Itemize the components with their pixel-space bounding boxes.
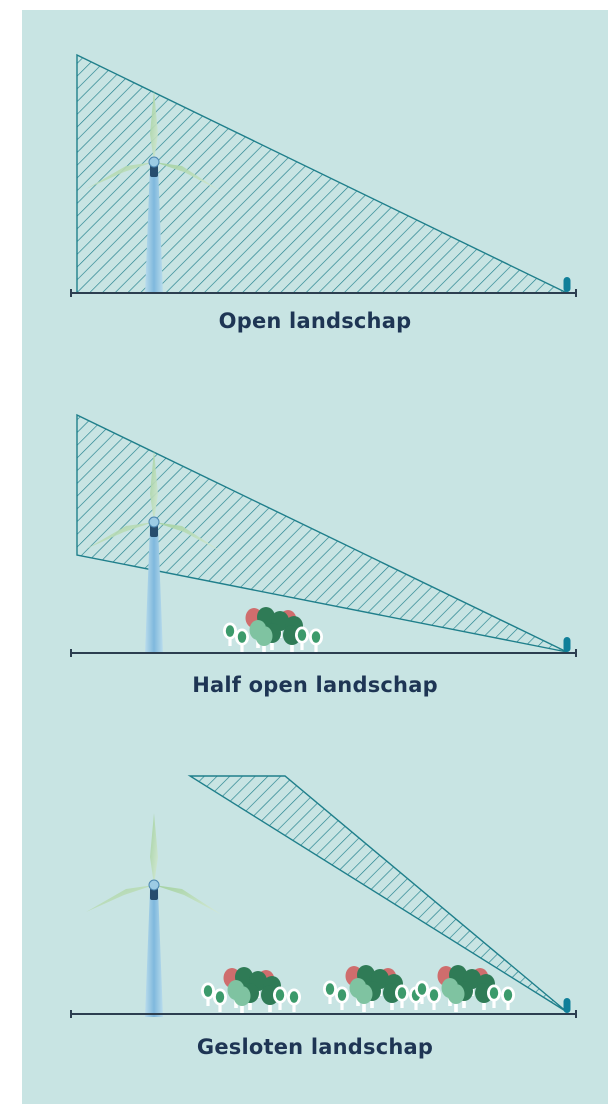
windmill-closed [86,813,222,1017]
observer-open [564,277,571,292]
caption-half-open-landscape: Half open landschap [22,673,608,697]
caption-open-landscape: Open landschap [22,309,608,333]
caption-closed-landscape: Gesloten landschap [22,1035,608,1059]
tree-group-closed-1 [201,967,301,1014]
observer-closed [564,998,571,1013]
tree-group-closed-3 [415,965,515,1012]
open-landscape-diagram [71,55,576,297]
tree-group-closed-2 [323,965,423,1012]
half-open-landscape-diagram [71,415,576,657]
closed-landscape-diagram [71,776,576,1018]
observer-half-open [564,637,571,652]
tree-group-half-open [223,607,323,654]
